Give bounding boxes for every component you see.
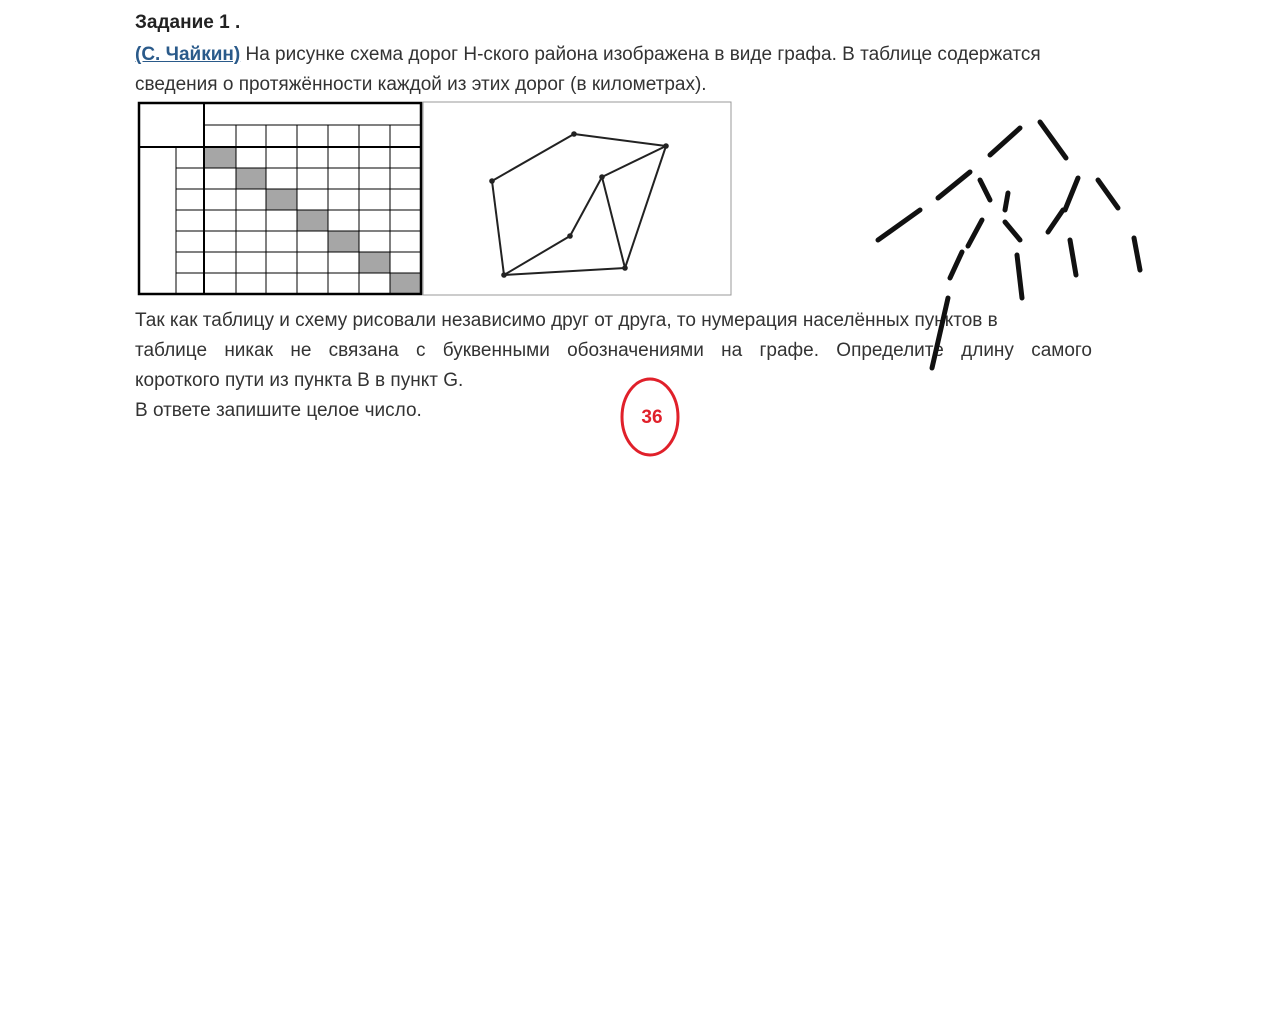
graph-edge — [503, 267, 626, 276]
graph-vertex — [599, 174, 605, 180]
graph-edge — [491, 180, 505, 276]
graph-frame — [422, 101, 732, 296]
diagonal-cell — [390, 273, 421, 294]
graph-vertex — [663, 143, 669, 149]
body-line1: Так как таблицу и схему рисовали независ… — [135, 310, 998, 331]
tree-stroke — [1002, 190, 1011, 213]
tree-stroke — [1002, 219, 1023, 243]
tree-stroke — [1062, 175, 1081, 213]
answer-value: 36 — [641, 407, 662, 428]
graph-vertex — [571, 131, 577, 137]
diagonal-cell — [204, 147, 236, 168]
path-tree-annotation — [875, 119, 1143, 371]
diagonal-cell — [297, 210, 328, 231]
graph-vertex — [489, 178, 495, 184]
graph-edge — [624, 145, 667, 269]
graph-edge — [491, 133, 575, 182]
tree-stroke — [1014, 252, 1025, 301]
road-graph — [489, 131, 669, 278]
graph-edge — [573, 133, 667, 147]
graph-edge — [569, 176, 603, 237]
task-intro: (С. Чайкин) На рисунке схема дорог Н-ско… — [135, 40, 1092, 70]
body-line3: короткого пути из пункта В в пункт G. — [135, 370, 464, 391]
graph-edge — [503, 235, 571, 276]
tree-stroke — [977, 177, 993, 203]
answer-prompt: В ответе запишите целое число. — [135, 400, 422, 421]
task-title: Задание 1 . — [135, 12, 241, 33]
answer-ellipse — [620, 377, 680, 457]
graph-vertex — [567, 233, 573, 239]
body-line2: таблице никак не связана с буквенными об… — [135, 340, 1092, 361]
tree-stroke — [987, 125, 1023, 158]
tree-stroke — [1067, 237, 1079, 278]
diagonal-cell — [236, 168, 266, 189]
tree-stroke — [1045, 207, 1066, 235]
tree-stroke — [935, 169, 973, 201]
graph-edge — [601, 176, 626, 269]
diagonal-cell — [328, 231, 359, 252]
tree-stroke — [1037, 119, 1069, 161]
table-border — [137, 101, 423, 296]
intro-line2: сведения о протяжённости каждой из этих … — [135, 74, 707, 95]
graph-edge — [601, 145, 667, 178]
diagonal-cell — [359, 252, 390, 273]
problem-figure — [137, 101, 732, 296]
intro-text: На рисунке схема дорог Н-ского района из… — [245, 44, 1041, 65]
answer-circle: 36 — [620, 377, 680, 457]
tree-stroke — [947, 249, 965, 281]
author-link[interactable]: (С. Чайкин) — [135, 44, 241, 65]
graph-vertex — [501, 272, 507, 278]
tree-stroke — [929, 295, 951, 371]
graph-vertex — [622, 265, 628, 271]
diagonal-cell — [266, 189, 297, 210]
distance-table — [137, 101, 423, 296]
tree-stroke — [1131, 235, 1143, 273]
tree-stroke — [1095, 177, 1121, 211]
tree-stroke — [965, 217, 985, 249]
tree-stroke — [875, 207, 923, 243]
